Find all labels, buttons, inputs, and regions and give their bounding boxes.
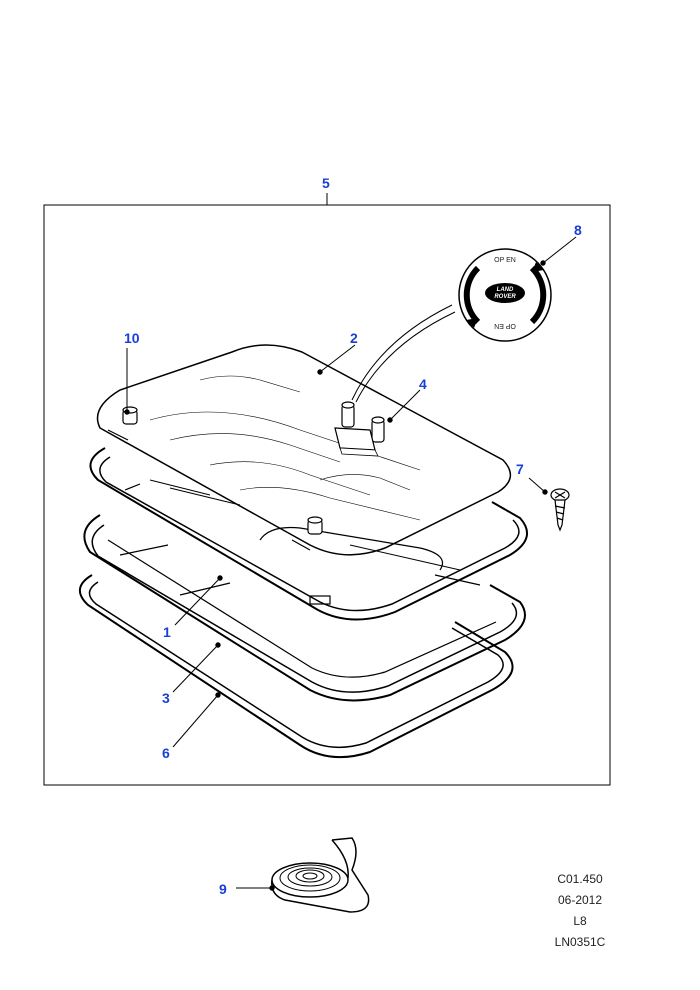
callout-10: 10 [124,330,140,346]
frame-1 [89,447,529,621]
callout-7: 7 [516,461,524,477]
callout-9: 9 [219,881,227,897]
handle-4 [334,401,385,457]
knob-8: LAND ROVER OP EN OP EN [458,248,552,342]
ref-date: 06-2012 [557,893,603,907]
knob-pointer-lines [351,304,456,403]
frame-3 [83,514,526,702]
ref-code: C01.450 [557,872,603,886]
brand-badge [485,283,525,303]
brand-line2: ROVER [494,294,516,300]
ref-level: L8 [573,914,587,928]
glass-panel-2 [96,344,512,556]
ref-drawing-no: LN0351C [554,935,606,949]
callout-5: 5 [322,175,330,191]
knob-label-bottom: OP EN [494,322,516,329]
seal-6 [79,574,514,759]
knob-label-top: OP EN [494,257,516,264]
latch-lower [307,516,323,535]
callout-3: 3 [162,690,170,706]
callout-2: 2 [350,330,358,346]
callout-6: 6 [162,745,170,761]
leaders [124,236,577,891]
latch-10 [122,406,138,425]
tape-roll-9 [271,837,370,913]
screw-7 [550,488,570,532]
callout-4: 4 [419,376,427,392]
callout-1: 1 [163,624,171,640]
brand-line1: LAND [497,287,514,293]
callout-8: 8 [574,222,582,238]
